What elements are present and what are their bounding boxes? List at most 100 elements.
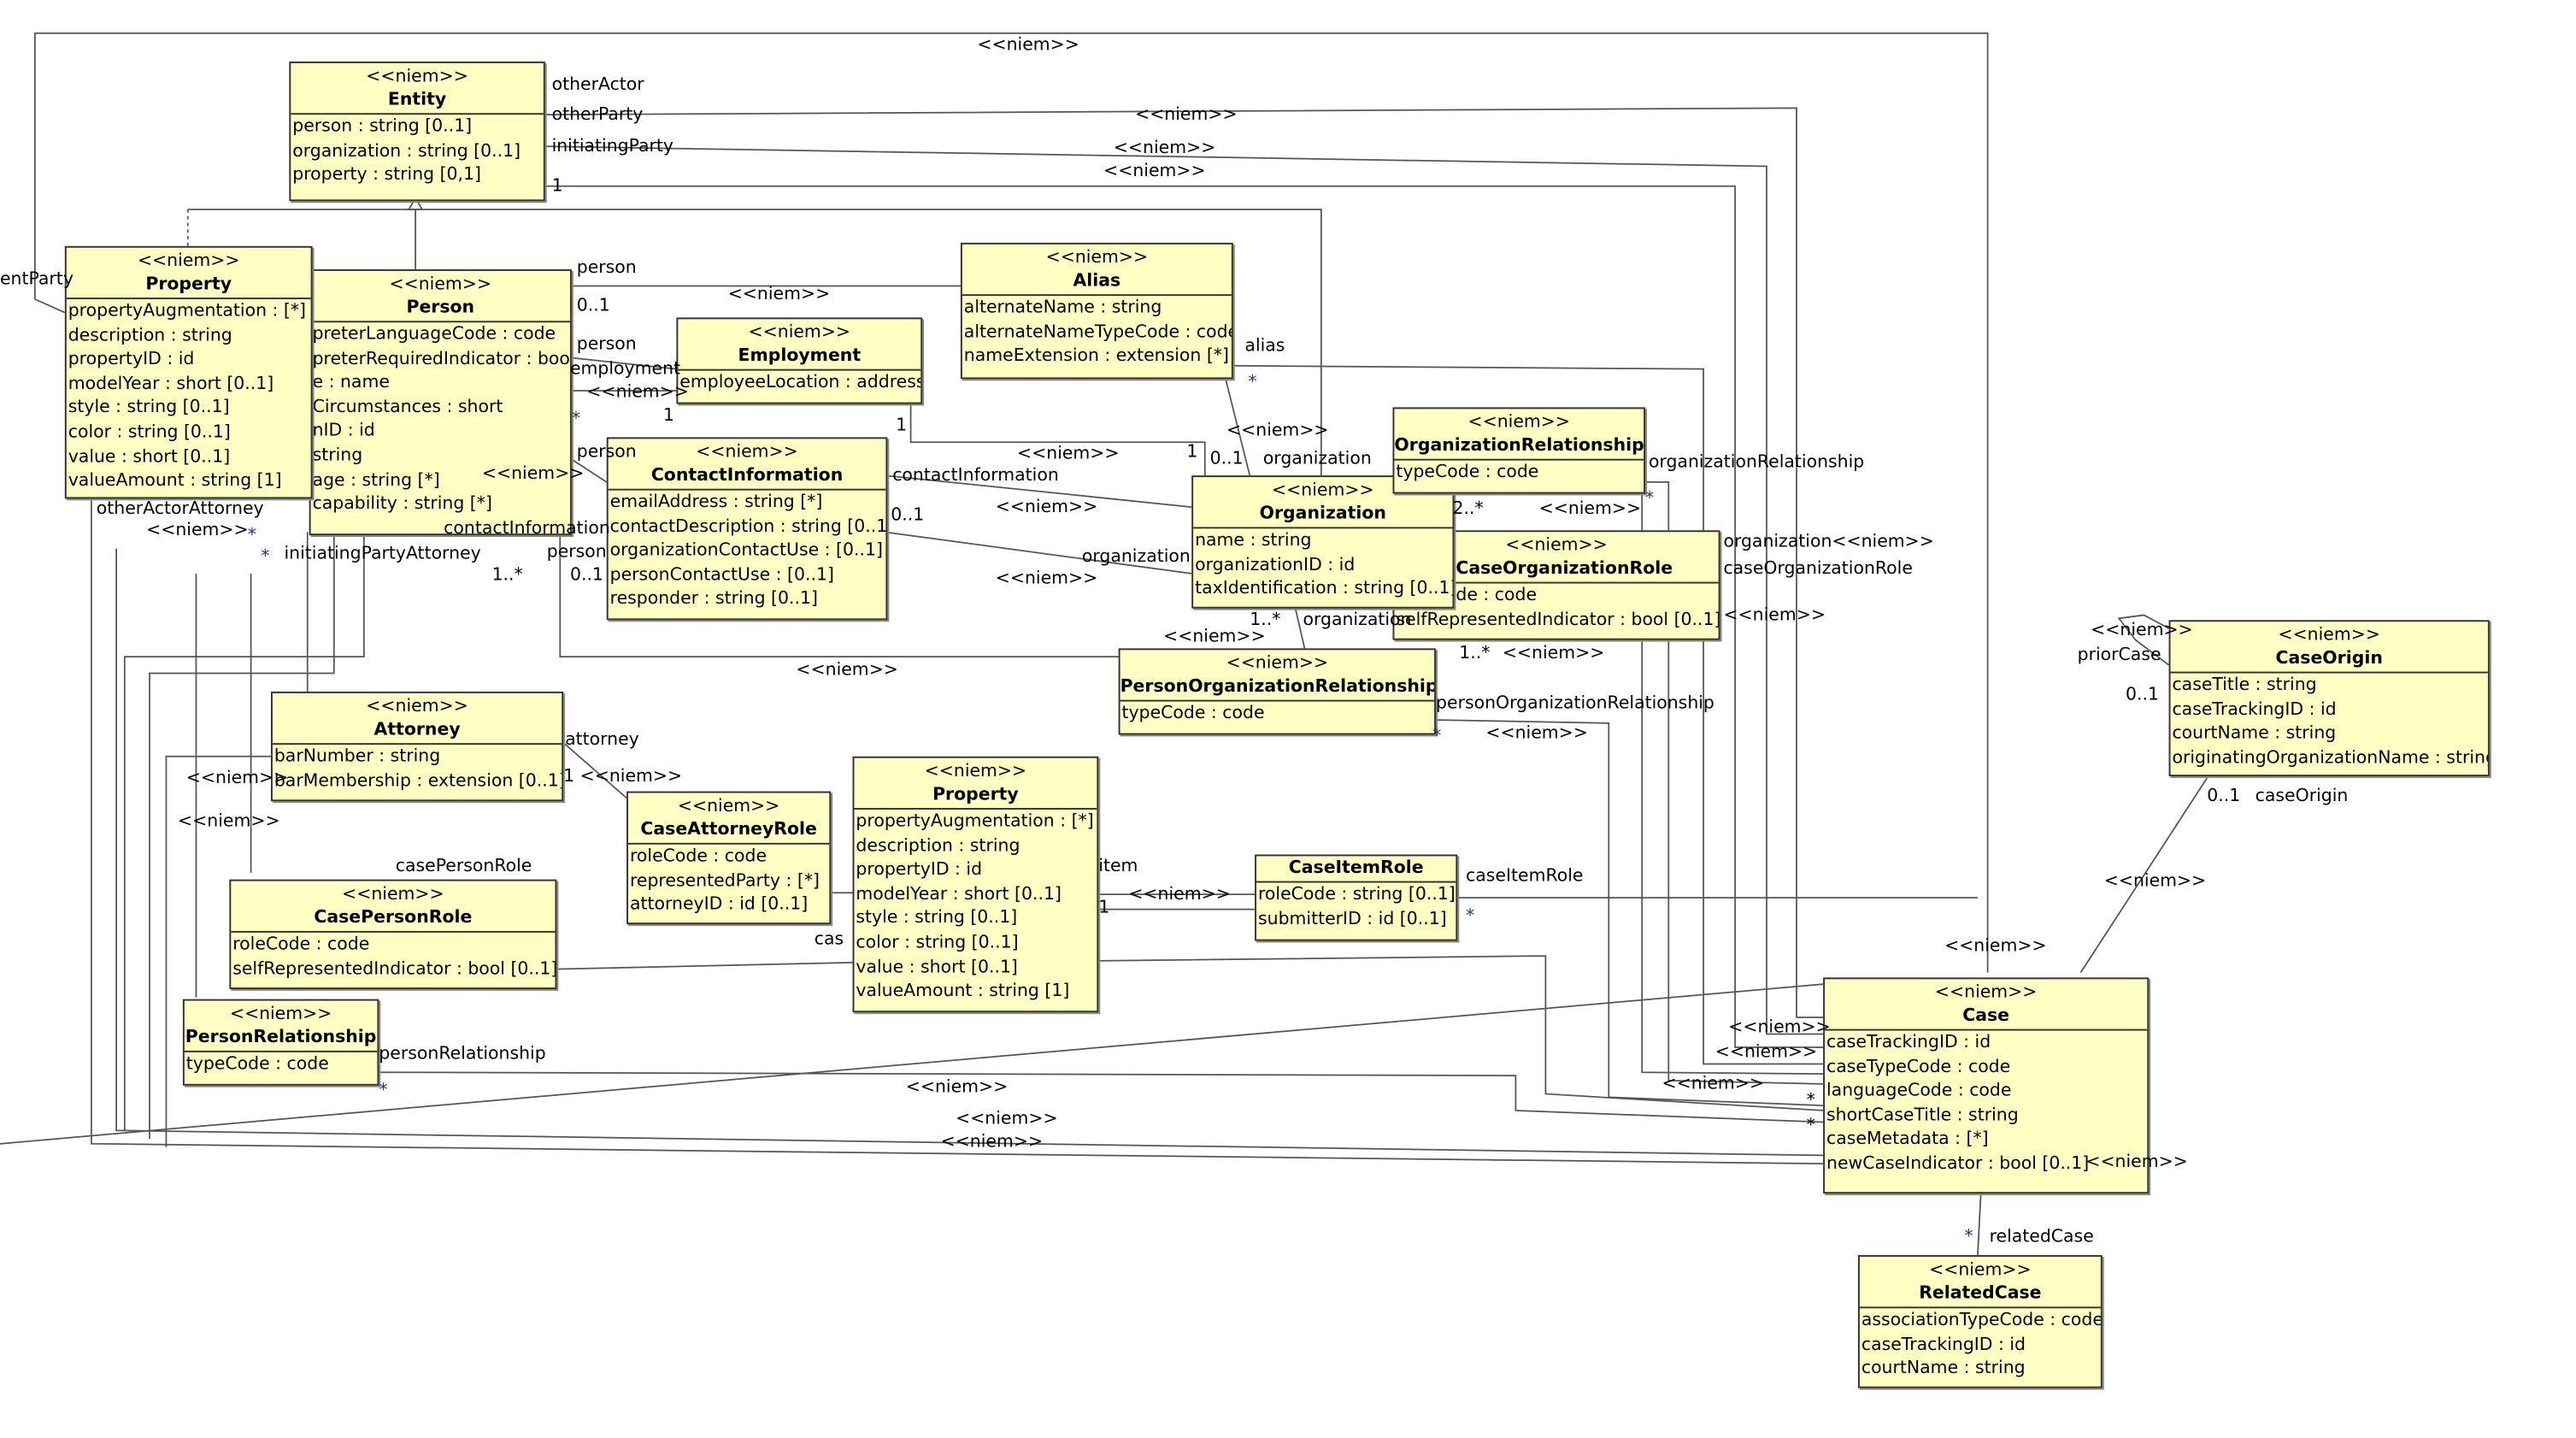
attribute: e : name (312, 372, 390, 393)
class-name: Organization (1193, 502, 1453, 529)
attribute: propertyID : id (68, 349, 195, 370)
association-line (559, 532, 1119, 657)
connector-label: initiatingParty (551, 136, 674, 156)
attribute: caseTypeCode : code (1826, 1056, 2011, 1077)
connector-label: <<niem>> (1723, 604, 1826, 626)
connector-label: 1 (1098, 898, 1110, 918)
class-property-left[interactable]: <<niem>> Property propertyAugmentation :… (64, 245, 313, 499)
connector-label: 0..1 (1209, 449, 1244, 469)
class-organization[interactable]: <<niem>> Organization name : string orga… (1191, 475, 1455, 609)
class-name: CaseOrganizationRole (1394, 557, 1719, 584)
association-line (187, 209, 1322, 476)
attribute: value : short [0..1] (856, 957, 1018, 977)
connector-label: <<niem>> (2103, 870, 2207, 892)
connector-label: 1 (662, 405, 674, 426)
association-line (1977, 1190, 1982, 1256)
connector-label: otherParty (551, 104, 644, 125)
attribute: shortCaseTitle : string (1826, 1105, 2019, 1126)
connector-label: contactInformation (892, 465, 1059, 486)
class-property-center[interactable]: <<niem>> Property propertyAugmentation :… (852, 756, 1099, 1013)
attribute: value : short [0..1] (68, 446, 231, 467)
connector-label: <<niem>> (977, 34, 1079, 56)
connector-label: contactInformation (444, 518, 610, 539)
attribute: contactDescription : string [0..1] (609, 516, 888, 537)
class-name: Property (854, 783, 1097, 810)
class-attorney[interactable]: <<niem>> Attorney barNumber : string bar… (270, 691, 564, 802)
attribute: style : string [0..1] (856, 908, 1018, 928)
connector-label: <<niem>> (1113, 138, 1216, 158)
attribute: age : string [*] (312, 469, 440, 490)
class-contact-information[interactable]: <<niem>> ContactInformation emailAddress… (606, 437, 888, 621)
class-name: OrganizationRelationship (1394, 434, 1644, 461)
association-line (568, 357, 677, 370)
association-line (884, 531, 1192, 575)
association-line (123, 532, 365, 1131)
attribute: courtName : string (1861, 1358, 2026, 1379)
attribute: alternateNameTypeCode : code (963, 321, 1233, 342)
connector-label: 2..* (1452, 498, 1484, 519)
class-name: CaseAttorneyRole (628, 818, 830, 845)
class-name: PersonRelationship (184, 1026, 378, 1052)
attribute: color : string [0..1] (856, 932, 1019, 953)
class-case-origin[interactable]: <<niem>> CaseOrigin caseTitle : string c… (2168, 620, 2490, 777)
connector-label: * (1806, 1090, 1815, 1111)
class-entity[interactable]: <<niem>> Entity person : string [0..1] o… (289, 61, 545, 202)
attribute: newCaseIndicator : bool [0..1] (1826, 1153, 2090, 1174)
class-person-organization-relationship[interactable]: <<niem>> PersonOrganizationRelationship … (1118, 648, 1437, 735)
connector-label: <<niem>> (995, 497, 1098, 517)
attribute: responder : string [0..1] (609, 589, 818, 610)
attribute: employeeLocation : address (679, 372, 923, 392)
connector-label: * (1964, 1227, 1973, 1247)
association-line (541, 145, 1824, 1035)
connector-label: person (576, 442, 637, 463)
stereotype: <<niem>> (1505, 535, 1608, 556)
class-name: PersonOrganizationRelationship (1120, 675, 1435, 702)
class-employment[interactable]: <<niem>> Employment employeeLocation : a… (676, 317, 923, 404)
connector-label: 1 (551, 176, 563, 197)
connector-label: <<niem>> (481, 463, 585, 484)
class-case-attorney-role[interactable]: <<niem>> CaseAttorneyRole roleCode : cod… (626, 791, 832, 925)
stereotype: <<niem>> (1467, 412, 1571, 433)
class-case-person-role[interactable]: <<niem>> CasePersonRole roleCode : code … (229, 879, 557, 989)
class-case-item-role[interactable]: CaseItemRole roleCode : string [0..1] su… (1255, 854, 1458, 941)
class-name: CaseOrigin (2170, 646, 2488, 674)
stereotype: <<niem>> (1272, 480, 1374, 501)
attribute: preterLanguageCode : code (312, 324, 556, 345)
class-person-relationship[interactable]: <<niem>> PersonRelationship typeCode : c… (182, 999, 379, 1086)
attribute: style : string [0..1] (68, 398, 230, 418)
association-line (1224, 375, 1251, 476)
connector-label: person (576, 257, 637, 278)
attribute: caseTrackingID : id (1861, 1334, 2026, 1354)
class-name: Attorney (272, 718, 562, 746)
class-case[interactable]: <<niem>> Case caseTrackingID : id caseTy… (1823, 977, 2150, 1194)
association-line (559, 739, 627, 799)
connector-label: personRelationship (379, 1044, 546, 1064)
connector-label: <<niem>> (1714, 1042, 1818, 1063)
class-related-case[interactable]: <<niem>> RelatedCase associationTypeCode… (1857, 1255, 2103, 1388)
association-line (2117, 614, 2170, 666)
connector-label: * (1645, 488, 1655, 510)
class-name: CaseItemRole (1256, 856, 1456, 883)
stereotype: <<niem>> (748, 322, 851, 343)
connector-label: <<niem>> (796, 659, 898, 681)
attribute: caseTrackingID : id (1826, 1032, 1991, 1052)
attribute: alternateName : string (963, 298, 1162, 318)
attribute: person : string [0..1] (292, 116, 473, 137)
connector-label: <<niem>> (1661, 1074, 1764, 1094)
connector-label: person (576, 333, 637, 355)
class-organization-relationship[interactable]: <<niem>> OrganizationRelationship typeCo… (1392, 407, 1646, 494)
connector-label: <<niem>> (146, 520, 249, 540)
attribute: valueAmount : string [1] (68, 470, 282, 491)
attribute: barNumber : string (273, 746, 441, 767)
attribute: organizationID : id (1195, 554, 1356, 575)
class-person[interactable]: <<niem>> Person preterLanguageCode : cod… (309, 269, 572, 536)
connector-label: entParty (0, 269, 74, 290)
connector-label: <<niem>> (1502, 643, 1605, 663)
class-alias[interactable]: <<niem>> Alias alternateName : string al… (960, 242, 1233, 380)
connector-label: 0..1 (2207, 786, 2241, 807)
connector-label: 0..1 (2126, 685, 2159, 705)
class-name: Alias (962, 269, 1232, 297)
connector-label: <<niem>> (940, 1132, 1044, 1152)
connector-label: personOrganizationRelationship (1436, 692, 1714, 714)
attribute: representedParty : [*] (629, 870, 820, 891)
